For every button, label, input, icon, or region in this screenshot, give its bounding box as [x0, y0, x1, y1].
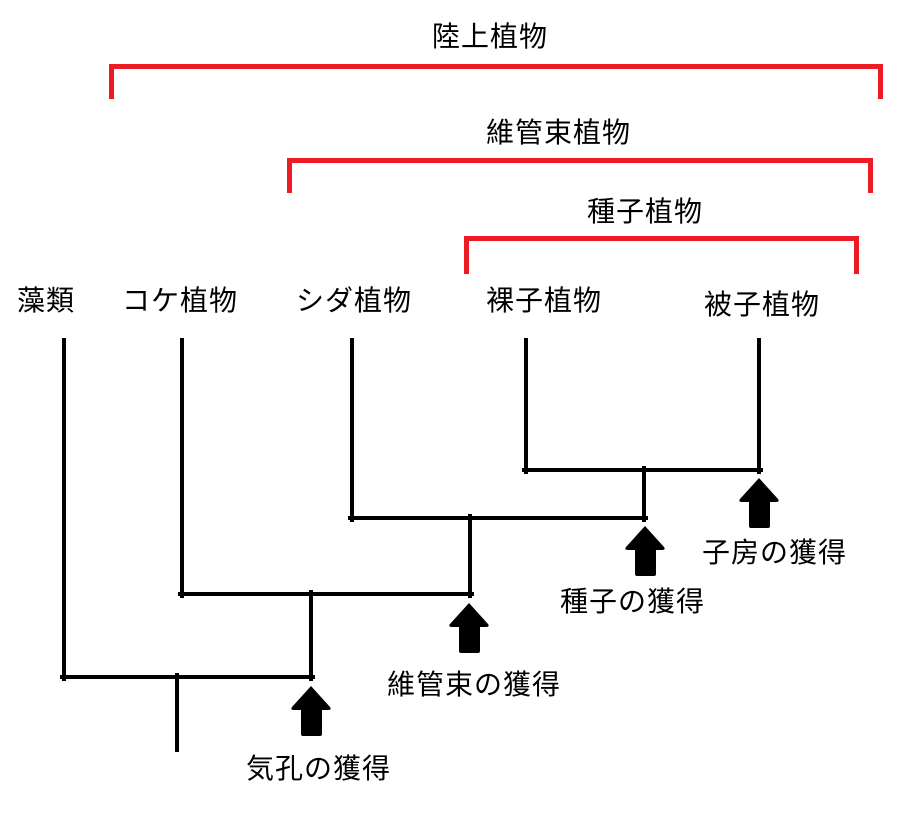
- taxon-label-algae: 藻類: [17, 284, 76, 317]
- event-label-stomata: 気孔の獲得: [246, 752, 392, 785]
- up-arrow-icon: [449, 603, 489, 653]
- clade-bracket-seed-plants: [464, 236, 859, 274]
- up-arrow-icon: [291, 686, 331, 736]
- taxon-label-angiosperms: 被子植物: [704, 288, 821, 321]
- up-arrow-icon: [625, 526, 665, 576]
- clade-label-vascular-plants: 維管束植物: [486, 116, 632, 149]
- event-label-seed: 種子の獲得: [560, 585, 706, 618]
- event-label-ovary: 子房の獲得: [702, 536, 848, 569]
- clade-label-seed-plants: 種子植物: [587, 195, 704, 228]
- clade-label-land-plants: 陸上植物: [432, 20, 549, 53]
- taxon-label-mosses: コケ植物: [122, 284, 239, 317]
- clade-bracket-land-plants: [109, 64, 883, 99]
- taxon-label-gymnosperms: 裸子植物: [486, 284, 603, 317]
- up-arrow-icon: [739, 478, 779, 528]
- clade-bracket-vascular-plants: [287, 158, 873, 193]
- taxon-label-ferns: シダ植物: [296, 284, 413, 317]
- event-label-vascular: 維管束の獲得: [387, 668, 562, 701]
